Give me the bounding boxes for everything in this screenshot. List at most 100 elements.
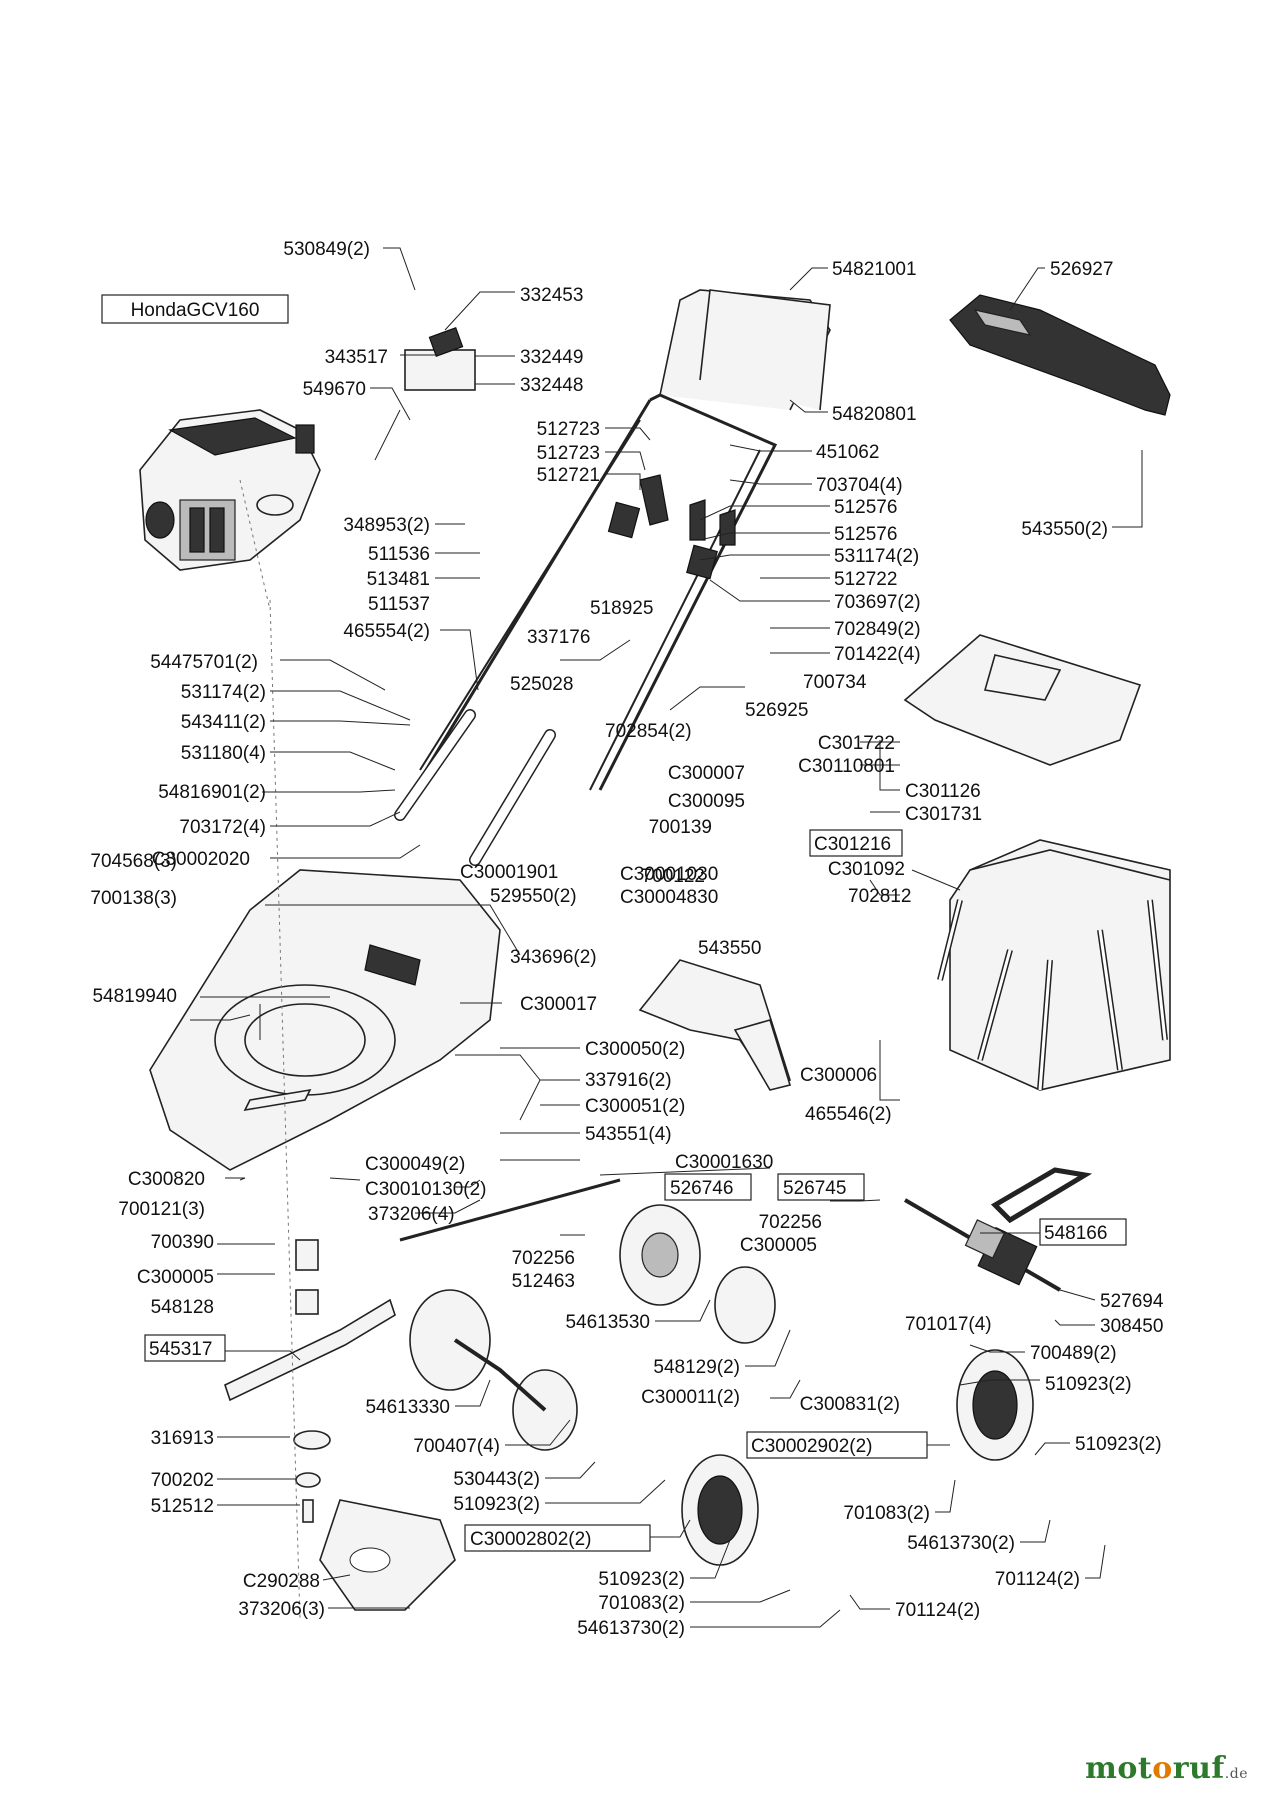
part-label: 525028: [510, 674, 573, 695]
part-label: 701124(2): [895, 1600, 980, 1621]
part-label: 548166: [1044, 1223, 1107, 1244]
part-label: 704568(3): [90, 851, 177, 872]
part-label: 543550(2): [1021, 519, 1108, 540]
part-label: 510923(2): [1045, 1374, 1132, 1395]
part-label: 526746: [670, 1178, 733, 1199]
part-label: 700734: [803, 672, 867, 693]
catcher-top-drawing: [903, 634, 1142, 766]
part-label: 702256: [512, 1248, 575, 1269]
part-label: C300005: [137, 1267, 214, 1288]
part-label: C30001630: [675, 1152, 773, 1173]
part-label: 701083(2): [843, 1503, 930, 1524]
part-label: 337916(2): [585, 1070, 672, 1091]
blade-drawing: [224, 1239, 456, 1611]
part-label: C300049(2): [365, 1154, 465, 1175]
part-label: 700138(3): [90, 888, 177, 909]
upper-handle-drawing: [659, 289, 831, 411]
part-label: 548129(2): [653, 1357, 740, 1378]
part-label: 700407(4): [413, 1436, 500, 1457]
part-label: 373206(3): [238, 1599, 325, 1620]
part-label: 512721: [537, 465, 600, 486]
part-label: 703172(4): [179, 817, 266, 838]
part-label: 513481: [367, 569, 430, 590]
part-label: 531180(4): [181, 743, 266, 764]
part-label: 512576: [834, 524, 897, 545]
deflector-drawing: [638, 959, 792, 1091]
part-label: 348953(2): [343, 515, 430, 536]
engine-label-box: [101, 294, 289, 324]
part-label: 526745: [783, 1178, 846, 1199]
part-label: C300095: [668, 791, 745, 812]
motoruf-watermark: motoruf.de: [1085, 1751, 1248, 1786]
gearbox-drawing: [903, 1198, 1062, 1292]
part-label: C30110801: [798, 756, 895, 777]
part-label: 332449: [520, 347, 583, 368]
part-number-labels: 530849(2) 332453 343517 332449 332448 54…: [90, 239, 1163, 1639]
part-label: 54819940: [92, 986, 177, 1007]
catcher-cover-drawing: [949, 294, 1171, 416]
part-label: 308450: [1100, 1316, 1163, 1337]
part-label: 700121(3): [118, 1199, 205, 1220]
part-label: 527694: [1100, 1291, 1164, 1312]
part-label: C30002902(2): [751, 1436, 872, 1457]
engine-label: HondaGCV160: [131, 300, 260, 321]
part-label: 700139: [649, 817, 712, 838]
part-label: 512512: [151, 1496, 214, 1517]
leader-lines: [190, 247, 1143, 1628]
part-label: 700390: [151, 1232, 214, 1253]
part-label: C300017: [520, 994, 597, 1015]
part-label: 54820801: [832, 404, 917, 425]
part-label: C301092: [828, 859, 905, 880]
part-label: 510923(2): [1075, 1434, 1162, 1455]
grass-catcher-drawing: [937, 839, 1171, 1091]
lower-handle-drawing: [394, 709, 556, 866]
mower-deck-drawing: [149, 869, 501, 1171]
part-label: C300831(2): [800, 1394, 900, 1415]
part-label: 530443(2): [453, 1469, 540, 1490]
part-label: C300051(2): [585, 1096, 685, 1117]
part-label: 510923(2): [453, 1494, 540, 1515]
part-label: 531174(2): [181, 682, 266, 703]
part-label: 316913: [151, 1428, 214, 1449]
part-label: C30001901: [460, 862, 558, 883]
part-label: C30002802(2): [470, 1529, 591, 1550]
part-label: C300006: [800, 1065, 877, 1086]
part-label: C30004830: [620, 887, 718, 908]
axle-drawing: [399, 1178, 776, 1451]
part-label: 700122: [642, 866, 705, 887]
part-label: C301722: [818, 733, 895, 754]
part-label: 703704(4): [816, 475, 903, 496]
part-label: 54613730(2): [907, 1533, 1015, 1554]
part-label: 545317: [149, 1339, 212, 1360]
part-label: 529550(2): [490, 886, 577, 907]
part-label: 701017(4): [905, 1314, 992, 1335]
part-label: C30002020: [152, 849, 250, 870]
part-label: C300005: [740, 1235, 817, 1256]
part-label: 549670: [303, 379, 366, 400]
part-label: 54613530: [565, 1312, 650, 1333]
part-label: 512723: [537, 443, 600, 464]
part-label: C301126: [905, 781, 981, 802]
part-label: 700489(2): [1030, 1343, 1117, 1364]
part-label: 332448: [520, 375, 583, 396]
part-label: 543551(4): [585, 1124, 672, 1145]
part-label: C30010130(2): [365, 1179, 486, 1200]
part-label: 54613730(2): [577, 1618, 685, 1639]
part-label: 337176: [527, 627, 590, 648]
part-label: 701083(2): [598, 1593, 685, 1614]
part-label: 54821001: [832, 259, 917, 280]
part-label: 531174(2): [834, 546, 919, 567]
part-label: 465546(2): [805, 1104, 892, 1125]
part-label: 512722: [834, 569, 897, 590]
part-label: C301731: [905, 804, 982, 825]
part-label: 512723: [537, 419, 600, 440]
engine-drawing: [139, 409, 321, 571]
part-label: C30001030: [620, 864, 718, 885]
part-label: C300011(2): [641, 1387, 740, 1408]
part-label: 343517: [325, 347, 388, 368]
part-label: 54613330: [365, 1397, 450, 1418]
part-label: 518925: [590, 598, 653, 619]
part-label: 512576: [834, 497, 897, 518]
part-label: 373206(4): [368, 1204, 455, 1225]
part-label: 54816901(2): [158, 782, 266, 803]
